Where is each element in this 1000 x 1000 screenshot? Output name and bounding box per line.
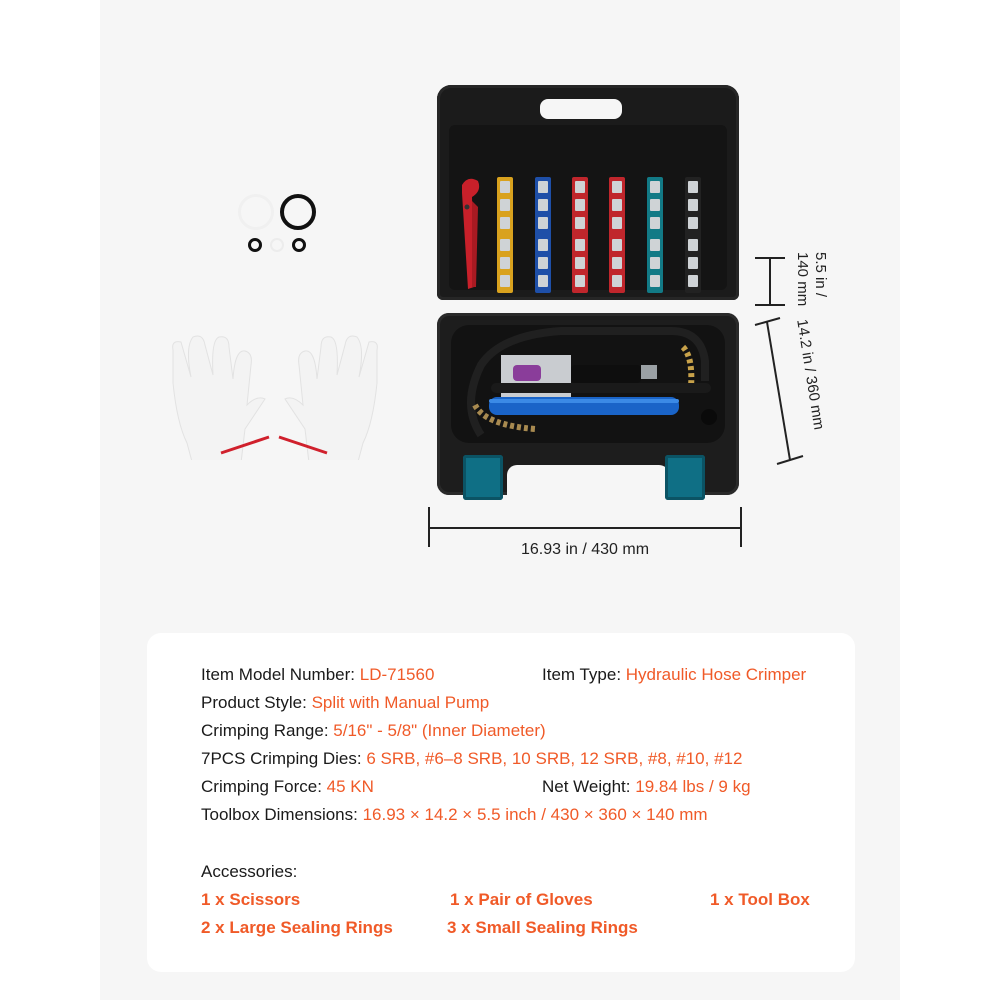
accessory-item: 1 x Scissors <box>201 890 301 909</box>
right-latch <box>665 455 705 500</box>
left-latch <box>463 455 503 500</box>
toolbox-value: 16.93 × 14.2 × 5.5 inch / 430 × 360 × 14… <box>362 805 708 824</box>
gloves-image <box>172 335 378 460</box>
small-white-ring-icon <box>270 238 284 252</box>
die-set-red <box>572 177 588 293</box>
height-depth-dimension-lines <box>754 257 804 465</box>
accessory-item: 1 x Tool Box <box>710 890 810 909</box>
style-value: Split with Manual Pump <box>311 693 490 712</box>
large-black-ring-icon <box>280 194 316 230</box>
range-value: 5/16" - 5/8" (Inner Diameter) <box>333 721 546 740</box>
spec-model: Item Model Number: LD-71560 <box>201 665 435 684</box>
accessory-item: 3 x Small Sealing Rings <box>447 918 638 937</box>
small-black-ring-icon <box>292 238 306 252</box>
width-dimension-label: 16.93 in / 430 mm <box>520 541 650 558</box>
spec-type: Item Type: Hydraulic Hose Crimper <box>542 665 807 684</box>
spec-dies: 7PCS Crimping Dies: 6 SRB, #6–8 SRB, 10 … <box>201 749 743 768</box>
die-set-blue <box>535 177 551 293</box>
accessories-heading: Accessories: <box>201 862 298 881</box>
case-handle <box>540 99 622 119</box>
large-white-ring-icon <box>238 194 274 230</box>
depth-dimension-label-2: 140 mm <box>794 252 811 307</box>
accessory-item: 1 x Pair of Gloves <box>450 890 593 909</box>
model-value: LD-71560 <box>359 665 435 684</box>
die-set-teal <box>647 177 663 293</box>
depth-dimension-label-1: 5.5 in / <box>812 252 829 298</box>
pipe-cutter-icon <box>462 178 480 289</box>
accessory-item: 2 x Large Sealing Rings <box>201 918 393 937</box>
spec-style: Product Style: Split with Manual Pump <box>201 693 490 712</box>
die-set-black <box>685 177 701 293</box>
spec-card: Item Model Number: LD-71560 Item Type: H… <box>147 633 855 972</box>
case-base <box>437 313 739 495</box>
width-dimension-line <box>428 507 742 547</box>
spec-weight: Net Weight: 19.84 lbs / 9 kg <box>542 777 751 796</box>
spec-range: Crimping Range: 5/16" - 5/8" (Inner Diam… <box>201 721 546 740</box>
sealing-rings-image <box>236 192 320 256</box>
force-value: 45 KN <box>326 777 374 796</box>
small-black-ring-icon <box>248 238 262 252</box>
tool-case-image <box>437 85 739 505</box>
spec-force: Crimping Force: 45 KN <box>201 777 374 796</box>
case-lid <box>437 85 739 300</box>
die-set-red-2 <box>609 177 625 293</box>
die-set-yellow <box>497 177 513 293</box>
hydraulic-crimper-icon <box>467 327 717 438</box>
dies-value: 6 SRB, #6–8 SRB, 10 SRB, 12 SRB, #8, #10… <box>366 749 743 768</box>
type-value: Hydraulic Hose Crimper <box>625 665 807 684</box>
spec-toolbox: Toolbox Dimensions: 16.93 × 14.2 × 5.5 i… <box>201 805 708 824</box>
weight-value: 19.84 lbs / 9 kg <box>635 777 751 796</box>
